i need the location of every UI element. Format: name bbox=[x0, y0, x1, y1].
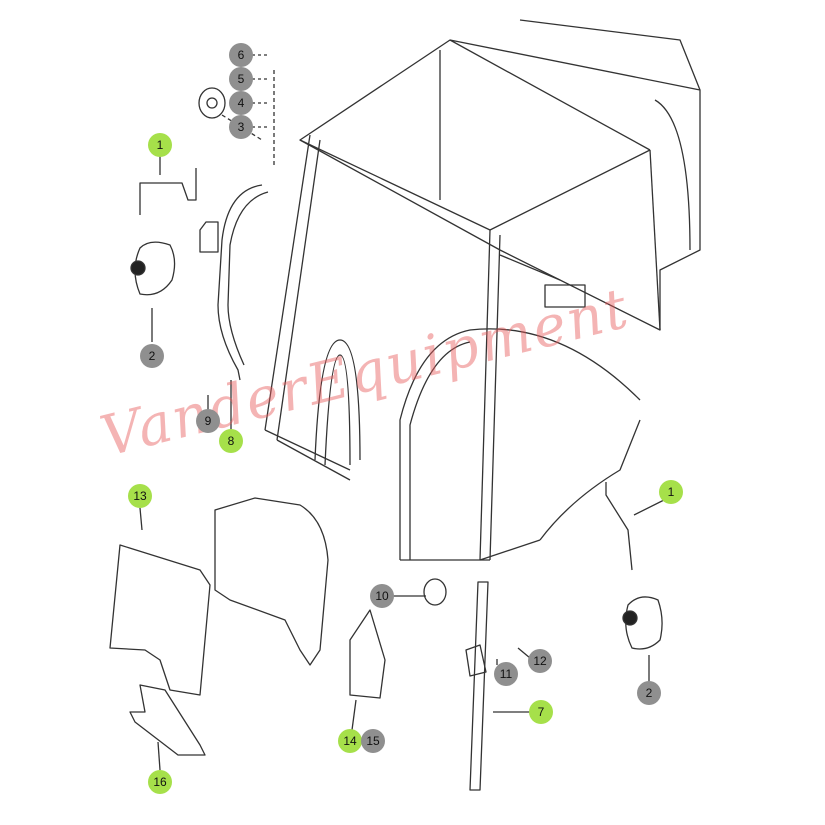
callout-1-left: 1 bbox=[148, 133, 172, 157]
mirror-left bbox=[134, 241, 176, 296]
cab-frame bbox=[264, 19, 701, 561]
callout-15: 15 bbox=[361, 729, 385, 753]
callout-13: 13 bbox=[128, 484, 152, 508]
callout-1-right: 1 bbox=[659, 480, 683, 504]
mirror-bracket-right bbox=[465, 644, 487, 677]
mirror-arm-right bbox=[605, 482, 633, 571]
callout-14: 14 bbox=[338, 729, 362, 753]
step-bracket-16 bbox=[129, 684, 206, 756]
callout-2-left: 2 bbox=[140, 344, 164, 368]
mirror-bracket-left bbox=[199, 221, 219, 253]
callout-5: 5 bbox=[229, 67, 253, 91]
callout-7: 7 bbox=[529, 700, 553, 724]
callout-11: 11 bbox=[494, 662, 518, 686]
mirror-right bbox=[625, 596, 663, 650]
callout-9: 9 bbox=[196, 409, 220, 433]
side-panel-13 bbox=[109, 544, 211, 696]
mirror-post-7 bbox=[469, 581, 489, 791]
callout-12: 12 bbox=[528, 649, 552, 673]
callout-2-right: 2 bbox=[637, 681, 661, 705]
callout-4: 4 bbox=[229, 91, 253, 115]
callout-8: 8 bbox=[219, 429, 243, 453]
callout-6: 6 bbox=[229, 43, 253, 67]
mirror-arm-left bbox=[139, 168, 197, 215]
callout-16: 16 bbox=[148, 770, 172, 794]
cover-panel-14 bbox=[349, 609, 386, 699]
callout-10: 10 bbox=[370, 584, 394, 608]
rear-panel bbox=[214, 497, 329, 666]
mirror-sleeve-8 bbox=[217, 184, 263, 381]
callout-3: 3 bbox=[229, 115, 253, 139]
